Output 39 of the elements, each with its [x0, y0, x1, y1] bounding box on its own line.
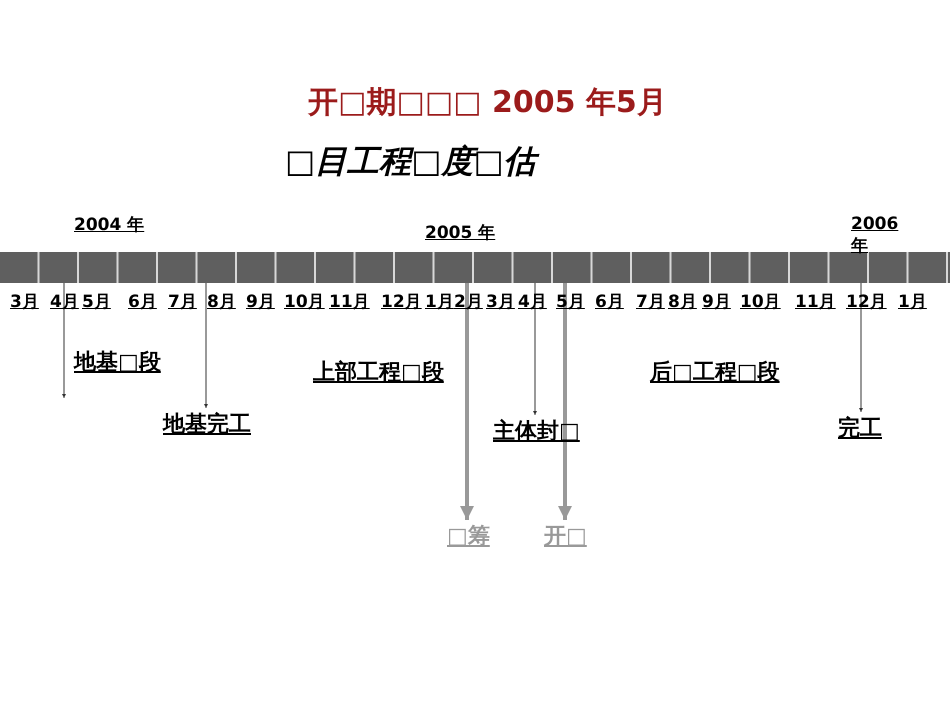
milestone-label: 主体封□ — [493, 416, 580, 446]
phase-label: 地基□段 — [74, 349, 161, 377]
arrow — [460, 283, 474, 520]
arrow — [558, 283, 572, 520]
title: 开□期□□□ 2005 年5月 — [306, 84, 668, 122]
year-label: 2006 年 — [851, 214, 900, 257]
month-label: 1月 — [425, 291, 454, 313]
month-label: 2月 — [454, 291, 483, 313]
month-label: 8月 — [668, 291, 697, 313]
phase-label: 后□工程□段 — [650, 359, 780, 387]
milestone-label: 开□ — [544, 521, 587, 551]
leader-line — [204, 282, 208, 408]
month-label: 5月 — [82, 291, 111, 313]
year-label: 2004 年 — [74, 214, 144, 236]
month-label: 9月 — [246, 291, 275, 313]
month-label: 8月 — [207, 291, 236, 313]
month-label: 6月 — [595, 291, 624, 313]
month-label: 7月 — [636, 291, 665, 313]
month-label: 3月 — [10, 291, 39, 313]
month-label: 7月 — [168, 291, 197, 313]
leader-line — [62, 282, 66, 398]
milestone-label: □筹 — [447, 521, 490, 551]
month-label: 3月 — [486, 291, 515, 313]
milestone-label: 地基完工 — [163, 409, 251, 439]
year-label: 2005 年 — [425, 222, 496, 244]
phase-label: 上部工程□段 — [313, 359, 444, 387]
month-label: 6月 — [128, 291, 157, 313]
month-label: 9月 — [702, 291, 731, 313]
month-label: 5月 — [556, 291, 585, 313]
timeline-bar — [0, 252, 950, 283]
leader-line — [859, 282, 863, 412]
month-label: 12月 — [381, 291, 422, 313]
month-label: 10月 — [284, 291, 325, 313]
month-label: 11月 — [329, 291, 370, 313]
month-label: 11月 — [795, 291, 836, 313]
month-label: 1月 — [898, 291, 927, 313]
month-label: 10月 — [740, 291, 781, 313]
leader-line — [533, 282, 537, 416]
milestone-label: 完工 — [838, 413, 882, 443]
